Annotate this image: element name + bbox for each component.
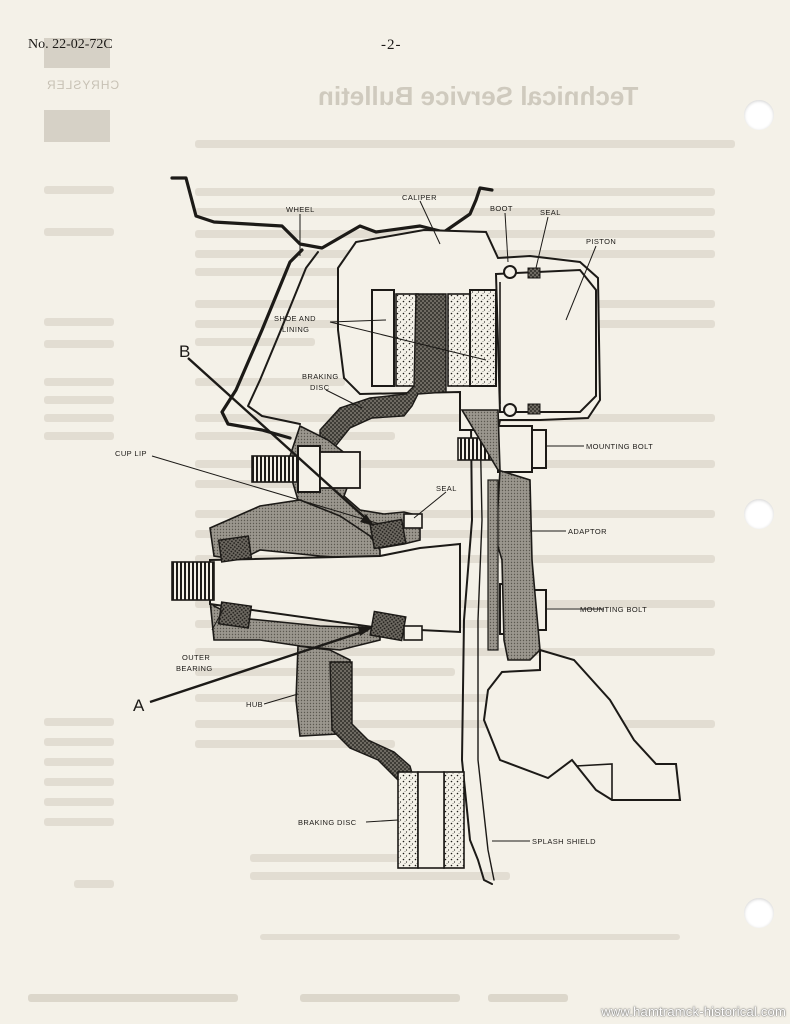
label-mounting-bolt-top: MOUNTING BOLT — [586, 442, 653, 451]
ghost-logo: CHRYSLER — [44, 38, 119, 142]
punch-hole-middle — [744, 499, 774, 529]
callout-b: B — [179, 342, 190, 361]
bulletin-number: No. 22-02-72C — [28, 37, 113, 52]
label-braking: BRAKING — [302, 372, 339, 381]
punch-hole-top — [744, 100, 774, 130]
label-outer: OUTER — [182, 653, 210, 662]
label-splash-shield: SPLASH SHIELD — [532, 837, 596, 846]
label-mounting-bolt-bottom: MOUNTING BOLT — [580, 605, 647, 614]
punch-hole-bottom — [744, 898, 774, 928]
label-seal-top: SEAL — [540, 208, 561, 217]
label-bearing: BEARING — [176, 664, 213, 673]
label-boot: BOOT — [490, 204, 513, 213]
page-number: -2- — [381, 37, 402, 53]
watermark-url: www.hamtramck-historical.com — [601, 1004, 786, 1019]
label-piston: PISTON — [586, 237, 616, 246]
label-disc: DISC — [310, 383, 330, 392]
label-lining: LINING — [282, 325, 309, 334]
callout-a: A — [133, 696, 145, 715]
label-braking-disc: BRAKING DISC — [298, 818, 357, 827]
label-adaptor: ADAPTOR — [568, 527, 607, 536]
label-caliper: CALIPER — [402, 193, 437, 202]
label-hub: HUB — [246, 700, 263, 709]
label-shoe-and: SHOE AND — [274, 314, 316, 323]
label-cup-lip: CUP LIP — [115, 449, 147, 458]
label-seal-mid: SEAL — [436, 484, 457, 493]
label-wheel: WHEEL — [286, 205, 315, 214]
